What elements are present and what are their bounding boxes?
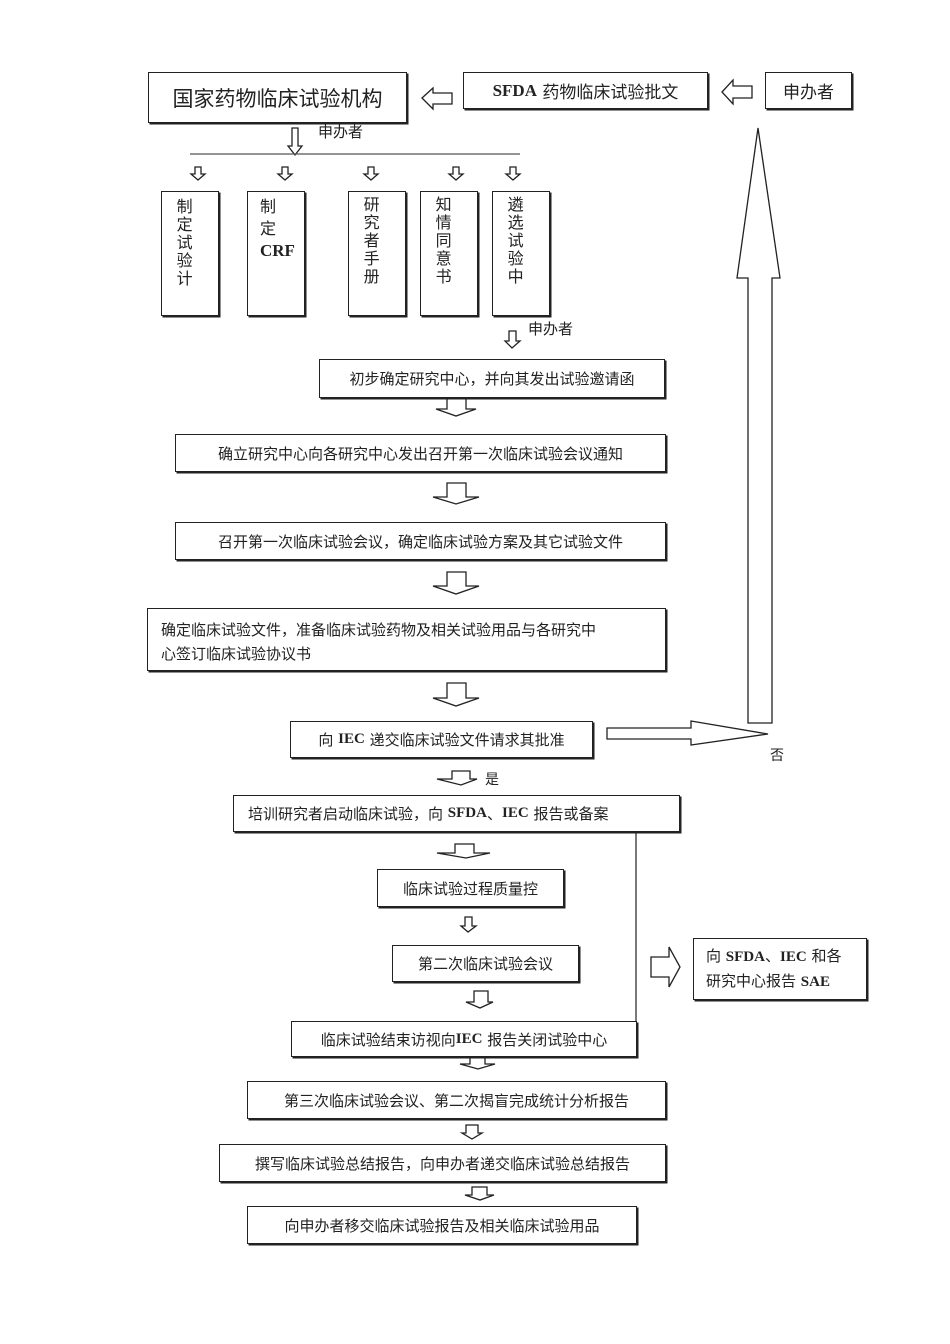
step-handover: 向申办者移交临床试验报告及相关临床试验用品 bbox=[247, 1206, 637, 1244]
sfda-label: SFDA bbox=[447, 805, 487, 821]
step-preliminary-sites: 初步确定研究中心，并向其发出试验邀请函 bbox=[319, 359, 665, 398]
arrow-down-icon bbox=[459, 1056, 496, 1070]
step-confirm-sites: 确立研究中心向各研究中心发出召开第一次临床试验会议通知 bbox=[175, 434, 666, 472]
task-label: 制定试验计 bbox=[173, 198, 193, 288]
sae-line-2: 研究中心报告 SAE bbox=[706, 969, 830, 994]
separator: 、 bbox=[764, 947, 780, 965]
task-box-site-selection: 遴选试验中 bbox=[492, 191, 550, 316]
yes-label: 是 bbox=[485, 772, 499, 788]
step-label: 确立研究中心向各研究中心发出召开第一次临床试验会议通知 bbox=[217, 444, 623, 463]
step-label: 向 bbox=[318, 731, 334, 749]
step-quality-control: 临床试验过程质量控 bbox=[377, 869, 564, 907]
step-label: 撰写临床试验总结报告，向申办者递交临床试验总结报告 bbox=[254, 1154, 630, 1173]
task-label: 知情同意书 bbox=[432, 196, 452, 286]
step-label: 第三次临床试验会议、第二次揭盲完成统计分析报告 bbox=[283, 1091, 629, 1110]
task-box-investigator-brochure: 研究者手册 bbox=[348, 191, 406, 316]
sfda-label: SFDA bbox=[725, 949, 765, 965]
arrow-down-icon bbox=[286, 127, 304, 157]
arrow-down-icon bbox=[432, 482, 480, 505]
arrow-down-icon bbox=[432, 571, 480, 595]
sae-report-box: 向 SFDA、IEC 和各 研究中心报告 SAE bbox=[693, 938, 867, 1000]
step-first-meeting: 召开第一次临床试验会议，确定临床试验方案及其它试验文件 bbox=[175, 522, 666, 560]
step-label: 报告或备案 bbox=[533, 805, 609, 823]
task-label: 遴选试验中 bbox=[504, 196, 524, 286]
arrow-down-icon bbox=[436, 843, 491, 859]
step-label: 临床试验过程质量控 bbox=[402, 879, 538, 898]
iec-label: IEC bbox=[338, 731, 365, 747]
sponsor-annotation: 申办者 bbox=[318, 123, 364, 141]
iec-label: IEC bbox=[779, 949, 807, 965]
task-box-informed-consent: 知情同意书 bbox=[420, 191, 478, 316]
arrow-left-icon bbox=[721, 78, 753, 106]
arrow-up-big-icon bbox=[736, 127, 781, 724]
separator: 、 bbox=[486, 805, 502, 823]
institution-label: 国家药物临床试验机构 bbox=[172, 86, 383, 111]
monitoring-bracket bbox=[623, 812, 637, 1039]
step-third-meeting: 第三次临床试验会议、第二次揭盲完成统计分析报告 bbox=[247, 1081, 666, 1119]
step-label: 第二次临床试验会议 bbox=[417, 955, 553, 973]
step-label: 临床试验结束访视向 bbox=[320, 1030, 456, 1049]
arrow-down-icon bbox=[447, 166, 465, 181]
step-label: 递交临床试验文件请求其批准 bbox=[369, 731, 565, 749]
arrow-down-icon bbox=[459, 916, 478, 933]
sae-text: 研究中心报告 bbox=[706, 972, 797, 990]
arrow-down-icon bbox=[504, 166, 522, 181]
institution-box: 国家药物临床试验机构 bbox=[148, 72, 407, 123]
step-write-report: 撰写临床试验总结报告，向申办者递交临床试验总结报告 bbox=[219, 1144, 666, 1182]
sponsor-label: 申办者 bbox=[783, 83, 834, 103]
arrow-right-icon bbox=[650, 946, 681, 988]
arrow-down-icon bbox=[435, 396, 477, 417]
step-label: 初步确定研究中心，并向其发出试验邀请函 bbox=[349, 370, 635, 388]
crf-label: CRF bbox=[260, 241, 295, 260]
arrow-down-icon bbox=[189, 166, 207, 181]
step-label: 培训研究者启动临床试验，向 bbox=[248, 805, 444, 823]
step-label-line: 心签订临床试验协议书 bbox=[161, 645, 312, 663]
sae-text: 和各 bbox=[811, 947, 842, 965]
step-prepare-documents: 确定临床试验文件，准备临床试验药物及相关试验用品与各研究中 心签订临床试验协议书 bbox=[147, 608, 666, 671]
sfda-label: SFDA bbox=[492, 80, 537, 100]
sponsor-annotation: 申办者 bbox=[528, 320, 574, 338]
task-label: 制 定 CRF bbox=[260, 196, 295, 262]
step-train-investigators: 培训研究者启动临床试验，向 SFDA、IEC 报告或备案 bbox=[233, 795, 680, 832]
sponsor-box: 申办者 bbox=[765, 72, 852, 109]
task-box-crf: 制 定 CRF bbox=[247, 191, 305, 316]
iec-label: IEC bbox=[501, 805, 529, 821]
step-submit-iec: 向 IEC 递交临床试验文件请求其批准 bbox=[290, 721, 593, 758]
sae-line-1: 向 SFDA、IEC 和各 bbox=[706, 944, 841, 969]
arrow-left-icon bbox=[421, 86, 453, 111]
arrow-down-icon bbox=[503, 330, 522, 349]
sfda-approval-box: SFDA 药物临床试验批文 bbox=[463, 72, 708, 109]
arrow-down-icon bbox=[464, 1186, 495, 1201]
step-label: 召开第一次临床试验会议，确定临床试验方案及其它试验文件 bbox=[217, 532, 623, 551]
arrow-down-icon bbox=[362, 166, 380, 181]
approval-label: 药物临床试验批文 bbox=[542, 83, 679, 103]
task-box-trial-plan: 制定试验计 bbox=[161, 191, 219, 316]
arrow-down-icon bbox=[276, 166, 294, 181]
arrow-down-icon bbox=[432, 682, 480, 707]
task-label: 研究者手册 bbox=[360, 196, 380, 286]
arrow-down-icon bbox=[436, 770, 478, 786]
step-second-meeting: 第二次临床试验会议 bbox=[392, 945, 579, 982]
arrow-down-icon bbox=[465, 990, 494, 1009]
sae-text: 向 bbox=[706, 947, 722, 965]
iec-label: IEC bbox=[455, 1030, 483, 1047]
step-label: 报告关闭试验中心 bbox=[487, 1030, 608, 1049]
task-label-line: 定 bbox=[260, 219, 277, 238]
task-label-line: 制 bbox=[260, 197, 277, 216]
step-label-line: 确定临床试验文件，准备临床试验药物及相关试验用品与各研究中 bbox=[161, 621, 597, 639]
arrow-right-icon bbox=[606, 720, 769, 746]
no-label: 否 bbox=[770, 748, 784, 764]
step-label: 向申办者移交临床试验报告及相关临床试验用品 bbox=[284, 1216, 600, 1235]
sae-label: SAE bbox=[800, 974, 830, 990]
arrow-down-icon bbox=[459, 1124, 485, 1140]
